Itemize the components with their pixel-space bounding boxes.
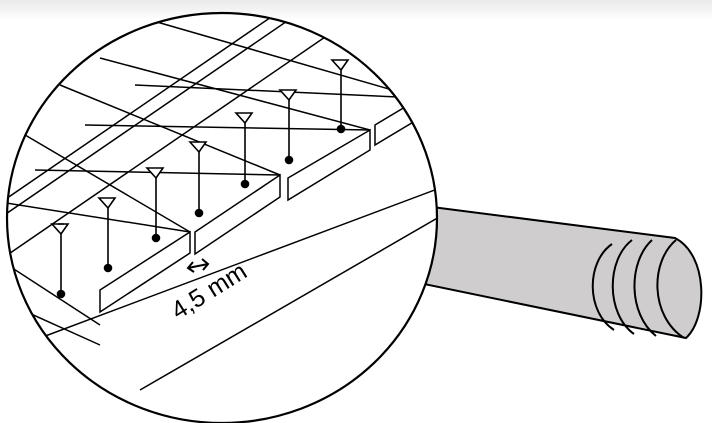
screw-5 bbox=[234, 112, 254, 189]
screw-7 bbox=[330, 59, 350, 134]
magnifier-lens-rim bbox=[5, 11, 439, 423]
screw-6 bbox=[278, 89, 298, 165]
screw-1 bbox=[50, 223, 70, 299]
screw-3 bbox=[145, 167, 165, 243]
deck-boards bbox=[7, 13, 437, 391]
screws bbox=[50, 59, 350, 299]
top-shade bbox=[0, 0, 712, 20]
double-arrow-icon bbox=[186, 258, 210, 273]
screw-4 bbox=[188, 141, 208, 218]
screw-2 bbox=[97, 197, 117, 273]
handle-grip-icon bbox=[591, 239, 685, 339]
magnifier-handle bbox=[422, 205, 703, 340]
